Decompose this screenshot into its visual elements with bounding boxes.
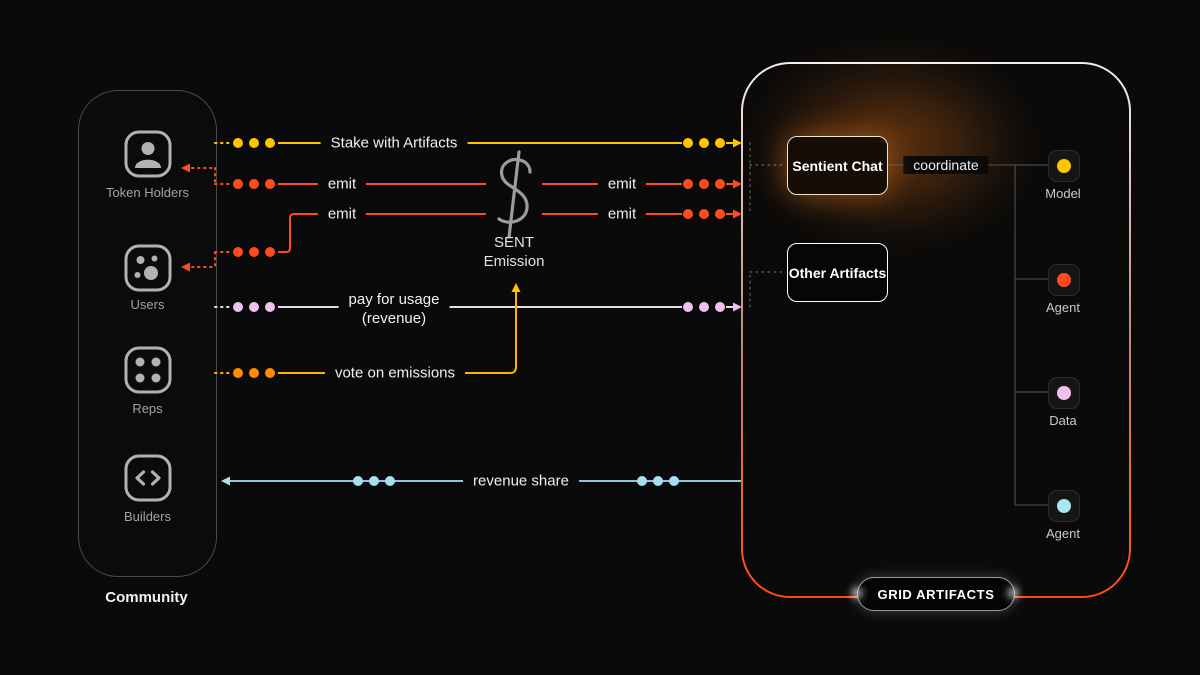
other-artifacts-node: Other Artifacts [787, 243, 888, 302]
sentient-chat-node: Sentient Chat [787, 136, 888, 195]
agent-node-2 [1048, 490, 1080, 522]
sent-emission-line1: SENT [493, 234, 534, 251]
data-node-label: Data [1049, 413, 1077, 428]
member-label-users: Users [130, 297, 165, 312]
revenue-arrow-into-builders [221, 476, 230, 486]
community-title: Community [105, 589, 188, 606]
badge-glow-right [1008, 588, 1018, 598]
other-artifacts-label: Other Artifacts [788, 264, 887, 281]
pay-flow-line [214, 302, 742, 312]
member-label-reps: Reps [132, 401, 163, 416]
dollar-sign-icon [497, 150, 532, 239]
member-label-token-holders: Token Holders [105, 185, 190, 200]
grid-artifacts-badge: GRID ARTIFACTS [857, 577, 1015, 611]
agent-node-2-label: Agent [1046, 526, 1080, 541]
model-node [1048, 150, 1080, 182]
users-icon [123, 243, 173, 293]
node-bracket-lines [886, 164, 1048, 506]
member-label-builders: Builders [124, 509, 171, 524]
emit-label-left-top: emit [317, 174, 367, 194]
stake-flow-label: Stake with Artifacts [320, 133, 468, 153]
agent-dot-1 [1057, 273, 1071, 287]
reps-icon [123, 345, 173, 395]
agent-node-1-label: Agent [1046, 300, 1080, 315]
emit-arrow-into-token-holders [181, 163, 190, 173]
pay-flow-label-line1: pay for usage [348, 291, 440, 308]
community-panel: Token Holders Users Reps [78, 90, 217, 577]
token-holders-icon [123, 129, 173, 179]
builders-icon [123, 453, 173, 503]
model-dot [1057, 159, 1071, 173]
sent-emission-label: SENT Emission [454, 233, 574, 271]
sent-emission-line2: Emission [483, 253, 545, 270]
vote-arrow-up [511, 283, 521, 292]
stake-arrow-right [733, 138, 742, 148]
code-icon [124, 454, 171, 502]
emit-arrow-right-top [733, 179, 742, 189]
badge-glow-left [852, 588, 862, 598]
grid-dots-icon [124, 346, 171, 394]
emit-arrow-into-users [181, 262, 190, 272]
vote-flow-label: vote on emissions [324, 363, 466, 383]
sentient-chat-label: Sentient Chat [792, 157, 883, 174]
emit-token-holders-flow-line [181, 163, 742, 189]
emit-label-left-bottom: emit [317, 204, 367, 224]
coordinate-label: coordinate [903, 156, 989, 174]
agent-dot-2 [1057, 499, 1071, 513]
dots-icon [124, 244, 171, 292]
pay-flow-label-line2: (revenue) [361, 310, 427, 327]
grid-artifacts-badge-label: GRID ARTIFACTS [877, 586, 995, 602]
emit-label-right-bottom: emit [597, 204, 647, 224]
panel-dotted-connectors [749, 142, 784, 308]
vote-flow-line [214, 283, 521, 378]
user-icon [124, 130, 171, 178]
stake-flow-line [214, 138, 742, 148]
emit-label-right-top: emit [597, 174, 647, 194]
data-node [1048, 377, 1080, 409]
pay-arrow-right [733, 302, 742, 312]
model-node-label: Model [1045, 186, 1081, 201]
pay-flow-label: pay for usage (revenue) [338, 289, 450, 329]
agent-node-1 [1048, 264, 1080, 296]
data-dot [1057, 386, 1071, 400]
emit-arrow-right-bottom [733, 209, 742, 219]
revenue-share-flow-label: revenue share [463, 471, 579, 491]
